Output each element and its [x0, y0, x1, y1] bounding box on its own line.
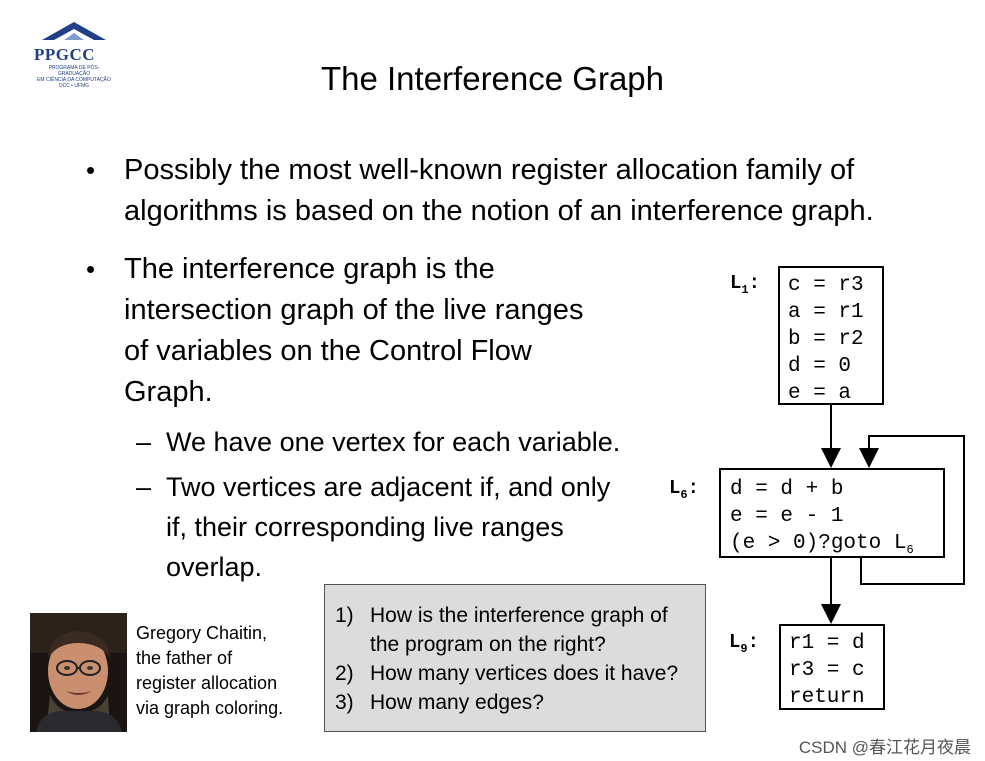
block-l9: r1 = d r3 = c return: [779, 624, 885, 710]
subbullet-2: Two vertices are adjacent if, and only i…: [166, 467, 610, 587]
question-3: How many edges?: [370, 691, 544, 714]
subbullet-2-line-1: Two vertices are adjacent if, and only: [166, 472, 611, 502]
block-l9-line-1: r1 = d: [789, 632, 865, 655]
question-1: How is the interference graph of the pro…: [370, 601, 668, 659]
bullet-1-line-2: algorithms is based on the notion of an …: [124, 195, 874, 227]
slide-title: The Interference Graph: [320, 60, 665, 97]
bullet-dot-2: •: [86, 254, 96, 284]
bullet-1-line-1: Possibly the most well-known register al…: [124, 154, 855, 186]
block-l1-line-4: d = 0: [788, 355, 852, 378]
block-l6-label: L6:: [669, 477, 700, 502]
caption-line-2: the father of: [136, 648, 233, 668]
subbullet-1: We have one vertex for each variable.: [166, 422, 620, 462]
block-l1-line-1: c = r3: [788, 274, 864, 297]
logo-subtitle-3: DCC • UFMG: [58, 83, 90, 89]
block-l6-line-3: (e > 0)?goto L6: [730, 532, 914, 558]
block-l1-line-2: a = r1: [788, 301, 864, 324]
caption-line-1: Gregory Chaitin,: [136, 623, 268, 643]
ppgcc-logo: PPGCC PROGRAMA DE PÓS-GRADUAÇÃO EM CIÊNC…: [34, 18, 114, 89]
block-l9-line-2: r3 = c: [789, 659, 865, 682]
logo-text: PPGCC: [34, 45, 96, 64]
watermark: CSDN @春江花月夜晨: [798, 738, 971, 757]
edge-l6-loop: [859, 435, 965, 585]
question-2-num: 2): [335, 662, 354, 685]
bullet-2-line-1: The interference graph is the: [124, 253, 495, 285]
subbullet-dash-1: –: [136, 427, 152, 457]
block-l6-line-1: d = d + b: [730, 478, 844, 501]
block-l1-label: L1:: [730, 272, 761, 297]
caption-line-3: register allocation: [136, 673, 278, 693]
question-1-line-1: How is the interference graph of: [370, 604, 668, 627]
bullet-dot-1: •: [86, 155, 96, 185]
logo-subtitle-1: PROGRAMA DE PÓS-GRADUAÇÃO: [48, 65, 100, 77]
block-l9-line-3: return: [789, 686, 865, 709]
bullet-2-line-2: intersection graph of the live ranges: [124, 294, 584, 326]
logo-subtitle-2: EM CIÊNCIA DA COMPUTAÇÃO: [37, 77, 111, 83]
block-l6-line-2: e = e - 1: [730, 505, 844, 528]
subbullet-1-line-1: We have one vertex for each variable.: [166, 427, 621, 457]
question-2: How many vertices does it have?: [370, 662, 679, 685]
photo-caption: Gregory Chaitin, the father of register …: [136, 621, 283, 721]
question-1-num: 1): [335, 604, 354, 627]
caption-line-4: via graph coloring.: [136, 698, 284, 718]
bullet-2-line-3: of variables on the Control Flow: [124, 335, 532, 367]
chaitin-photo: [30, 613, 127, 732]
questions-box: 1) How is the interference graph of the …: [324, 584, 706, 732]
block-l1: c = r3 a = r1 b = r2 d = 0 e = a: [778, 266, 884, 405]
bullet-1: Possibly the most well-known register al…: [124, 150, 874, 232]
block-l1-line-5: e = a: [788, 382, 852, 405]
subbullet-2-line-2: if, their corresponding live ranges: [166, 512, 564, 542]
bullet-2: The interference graph is the intersecti…: [124, 249, 583, 413]
bullet-2-line-4: Graph.: [124, 376, 213, 408]
block-l9-label: L9:: [729, 631, 760, 656]
block-l6: d = d + b e = e - 1 (e > 0)?goto L6: [719, 468, 945, 558]
subbullet-2-line-3: overlap.: [166, 552, 263, 582]
question-3-num: 3): [335, 691, 354, 714]
question-1-line-2: the program on the right?: [370, 633, 606, 656]
block-l1-line-3: b = r2: [788, 328, 864, 351]
subbullet-dash-2: –: [136, 472, 152, 502]
logo-roof-icon: [42, 22, 106, 40]
